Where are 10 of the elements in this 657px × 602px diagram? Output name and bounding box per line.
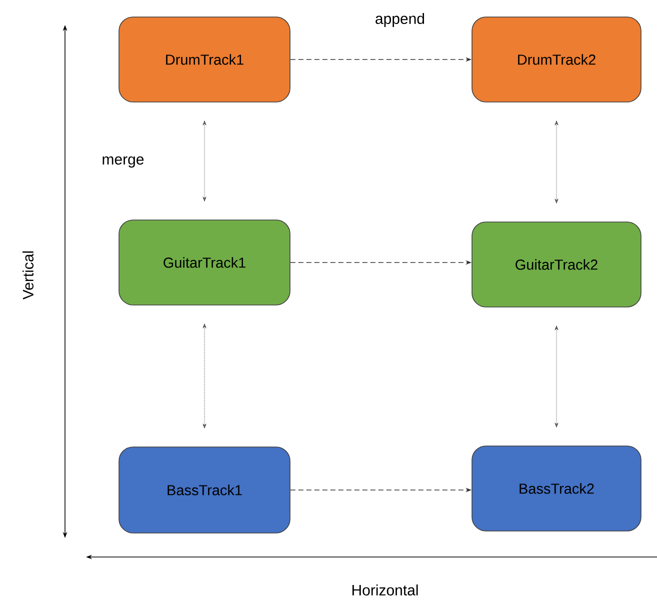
track-box: GuitarTrack1 [118,220,290,306]
operation-label: append [376,13,424,27]
track-box: DrumTrack2 [472,16,642,102]
track-box: DrumTrack1 [118,16,290,102]
track-box: GuitarTrack2 [472,222,642,308]
axis-label: Horizontal [352,584,418,596]
track-box: BassTrack2 [472,446,642,532]
axis-label: Vertical [22,251,34,300]
track-box: BassTrack1 [118,446,290,534]
operation-label: merge [102,156,144,168]
